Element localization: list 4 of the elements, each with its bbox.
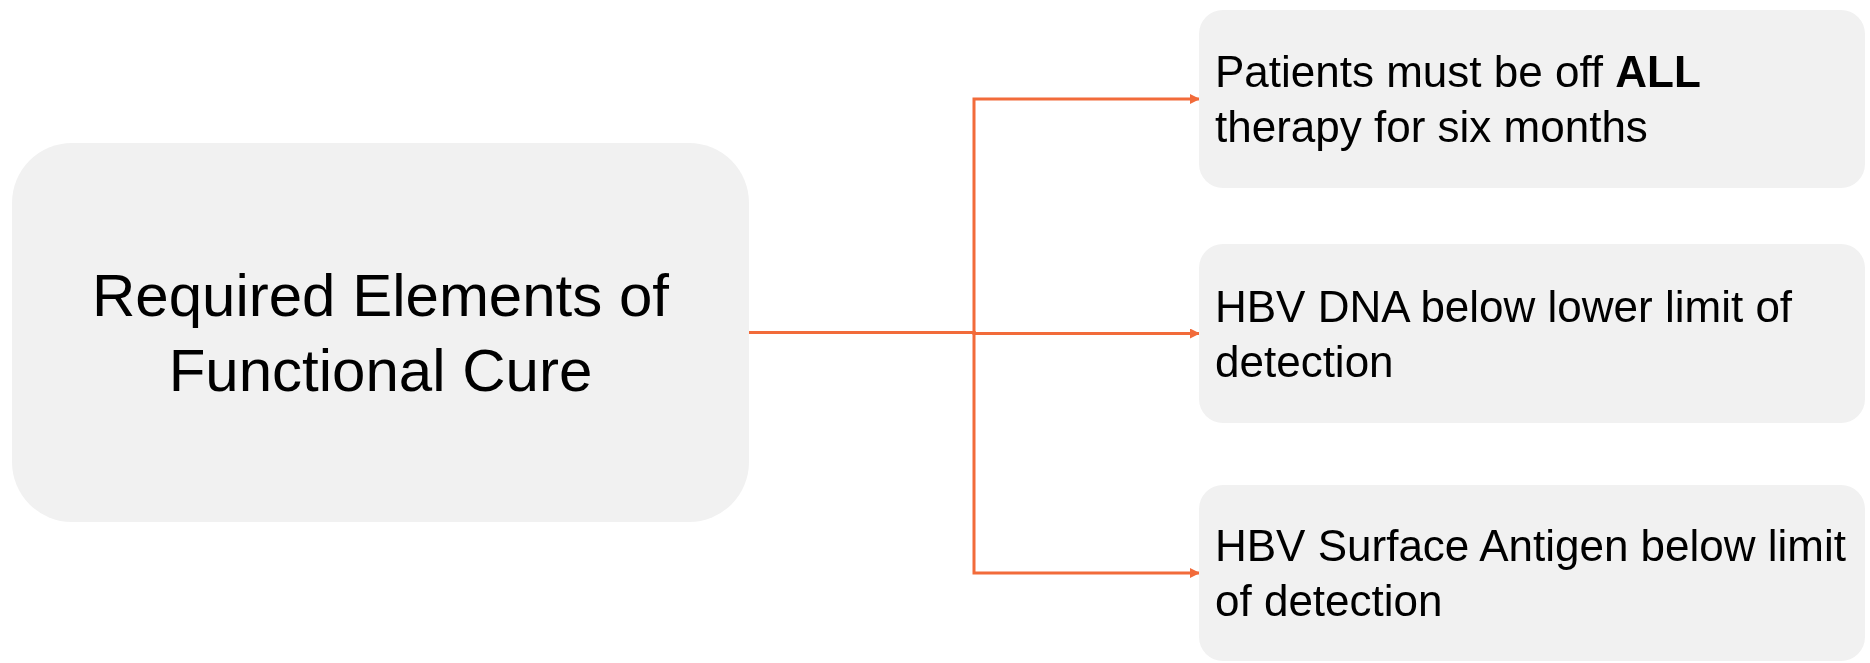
criterion-box: HBV Surface Antigen below limit of detection (1199, 485, 1865, 661)
criterion-box: Patients must be off ALL therapy for six months (1199, 10, 1865, 188)
criterion-box: HBV DNA below lower limit of detection (1199, 244, 1865, 423)
topic-box: Required Elements of Functional Cure (12, 143, 749, 522)
